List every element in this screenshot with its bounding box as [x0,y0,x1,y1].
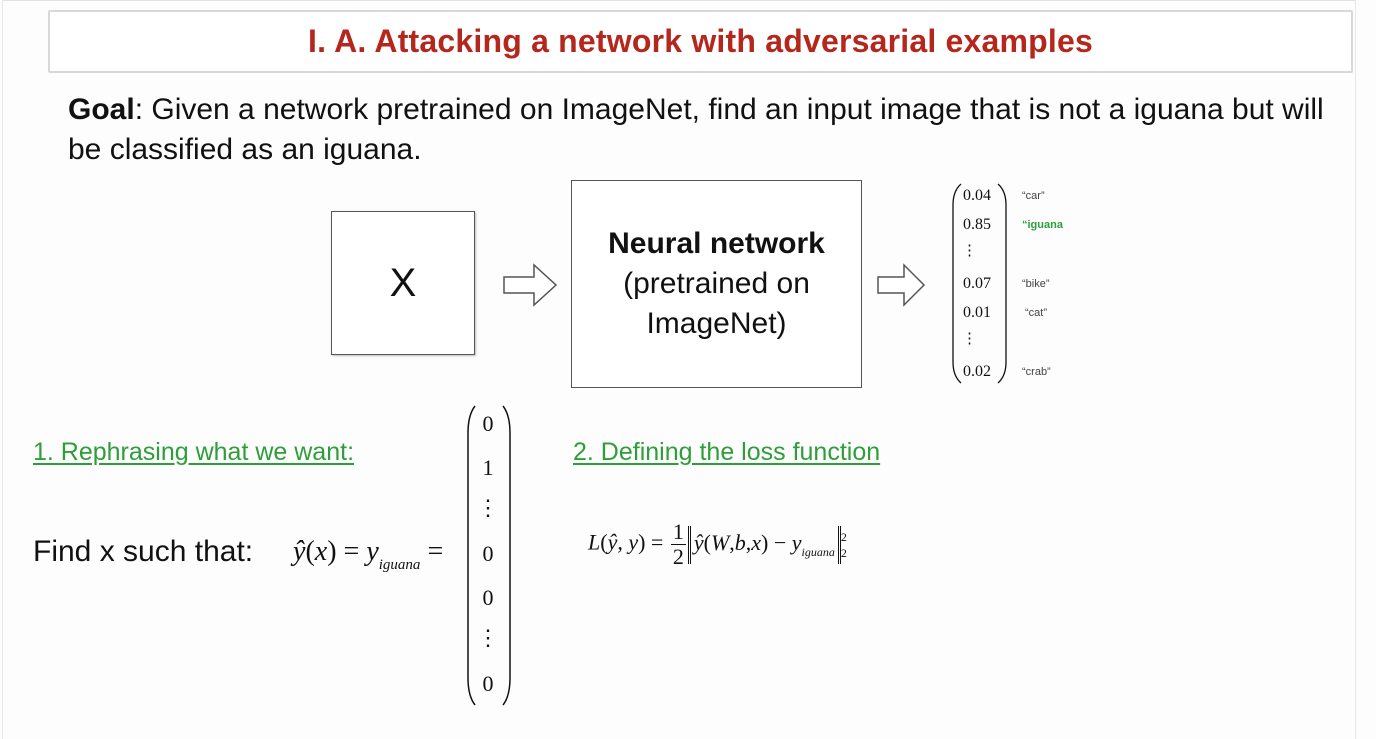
output-class-label: “car” [1022,190,1045,202]
output-class-label: “iguana [1022,219,1063,231]
slide-right-border [1355,0,1356,739]
output-vector-value: 0.04 [963,187,991,204]
output-class-label: “bike” [1022,278,1050,290]
output-probability-vector: 0.04 “car” 0.85 “iguana ⋮ 0.07 “bike” 0.01 “cat”… [952,181,1082,386]
target-vector-brackets [467,405,511,706]
input-label: X [389,260,417,305]
output-class-label: “cat” [1025,307,1047,319]
output-vector-value: ⋮ [962,243,977,259]
slide-title: I. A. Attacking a network with adversari… [308,23,1093,59]
arrow-right-icon [503,263,558,307]
slide-top-border [2,0,1356,1]
section-1-heading: 1. Rephrasing what we want: [33,438,355,466]
network-subtitle-line1: (pretrained on [623,267,810,300]
target-vector-entry: 1 [482,455,494,480]
input-image-box: X [331,211,475,355]
find-text: Find x such that: [33,535,254,568]
neural-network-box: Neural network (pretrained on ImageNet) [571,180,862,388]
goal-label: Goal [68,93,135,126]
vector-brackets [952,183,1007,384]
target-vector: 0 1 ⋮ 0 0 ⋮ 0 [466,403,516,708]
output-vector-value: 0.85 [963,216,991,233]
section-2-heading: 2. Defining the loss function [573,438,881,466]
network-subtitle-line2: ImageNet) [646,307,787,340]
goal-text: : Given a network pretrained on ImageNet… [68,93,1324,166]
network-title: Neural network [608,227,825,260]
target-vector-entry: 0 [482,541,494,566]
target-vector-entry: 0 [482,411,494,436]
output-vector-value: 0.02 [963,363,991,380]
output-vector-value: ⋮ [962,331,977,347]
arrow-right-icon [877,263,926,307]
target-vector-entry: 0 [482,585,494,610]
target-vector-entry: 0 [482,671,494,696]
output-vector-value: 0.07 [963,275,991,292]
target-vector-entry: ⋮ [477,625,499,650]
target-equation: ŷ(x) = yiguana = [293,536,444,573]
slide-left-border [2,0,3,739]
output-class-label: “crab” [1022,366,1051,378]
target-vector-entry: ⋮ [477,495,499,520]
goal-statement: Goal: Given a network pretrained on Imag… [68,90,1358,170]
title-box: I. A. Attacking a network with adversari… [48,10,1353,73]
l2-norm: ŷ(W,b,x) − yiguana [687,525,841,564]
output-vector-value: 0.01 [963,304,991,321]
